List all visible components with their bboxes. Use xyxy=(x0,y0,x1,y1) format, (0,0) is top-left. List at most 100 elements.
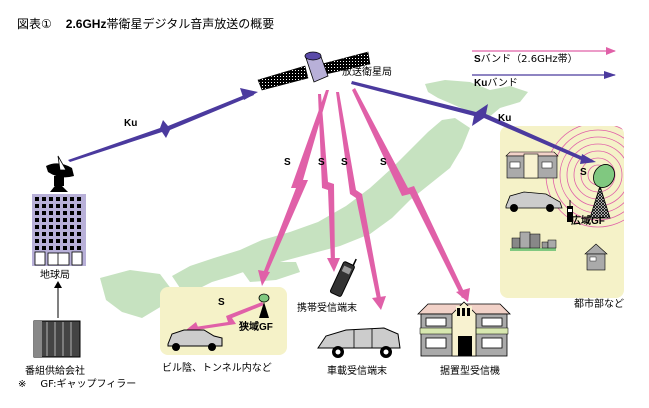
s-narrow-label: S xyxy=(218,297,225,308)
building-window xyxy=(49,246,53,250)
building-window xyxy=(35,211,39,215)
building-window xyxy=(77,232,81,236)
urban-house-icon xyxy=(505,151,559,179)
s-label-2: S xyxy=(318,157,325,168)
building-window xyxy=(63,218,67,222)
building-window xyxy=(35,197,39,201)
building-window xyxy=(35,204,39,208)
japan-map xyxy=(100,80,528,318)
building-window xyxy=(63,197,67,201)
building-window xyxy=(49,204,53,208)
s-beam-to-house xyxy=(352,88,466,298)
urban-car-icon xyxy=(505,191,563,212)
urban-skyscrapers-icon xyxy=(510,231,557,251)
program-supplier-building-icon xyxy=(33,320,81,358)
ku-feeder-label: Ku xyxy=(498,113,512,124)
ku-feeder-beam xyxy=(351,81,596,164)
building-window xyxy=(56,197,60,201)
figure-label: 図表① xyxy=(17,17,52,31)
building-window xyxy=(56,225,60,229)
s-beam-to-mobile xyxy=(318,94,335,264)
building-window xyxy=(42,204,46,208)
building-window xyxy=(42,239,46,243)
figure-title: 図表① 2.6GHz帯衛星デジタル音声放送の概要 xyxy=(17,17,274,31)
building-window xyxy=(56,211,60,215)
car-icon-shadow-area xyxy=(167,329,223,351)
shadow-area-label: ビル陰、トンネル内など xyxy=(162,363,272,374)
building-window xyxy=(77,197,81,201)
mobile-phone-icon xyxy=(329,258,357,297)
s-label-3: S xyxy=(341,157,348,168)
building-window xyxy=(56,218,60,222)
wide-gf-tower-icon xyxy=(589,164,615,219)
building-window xyxy=(77,246,81,250)
building-window xyxy=(49,239,53,243)
legend-s-band: Sバンド（2.6GHz帯） xyxy=(474,54,578,66)
building-window xyxy=(77,239,81,243)
building-window xyxy=(35,218,39,222)
building-window xyxy=(70,246,74,250)
ku-uplink-label: Ku xyxy=(124,118,138,129)
earth-station-dish-icon xyxy=(46,155,74,192)
satellite-label: 放送衛星局 xyxy=(342,67,392,78)
wide-gf-label: 広域GF xyxy=(571,216,605,227)
building-window xyxy=(77,218,81,222)
urban-area-label: 都市部など xyxy=(574,299,624,310)
satellite-icon xyxy=(257,51,371,91)
s-label-1: S xyxy=(284,157,291,168)
building-window xyxy=(77,225,81,229)
building-window xyxy=(70,204,74,208)
urban-handset-icon xyxy=(567,200,573,222)
building-window xyxy=(77,211,81,215)
building-window xyxy=(42,218,46,222)
building-window xyxy=(56,204,60,208)
fixed-receiver-label: 据置型受信機 xyxy=(440,366,500,377)
program-supplier-label: 番組供給会社 xyxy=(25,366,85,377)
building-window xyxy=(35,232,39,236)
s-beam-to-car xyxy=(336,92,382,304)
narrow-gf-tower-icon xyxy=(258,293,270,318)
building-window xyxy=(35,239,39,243)
building-window xyxy=(42,246,46,250)
building-window xyxy=(56,246,60,250)
building-window xyxy=(49,225,53,229)
house-icon xyxy=(417,301,511,357)
building-window xyxy=(70,239,74,243)
building-window xyxy=(42,211,46,215)
legend-s-band-text: バンド（2.6GHz帯） xyxy=(480,54,578,65)
building-window xyxy=(42,197,46,201)
footnote-text: GF:ギャップフィラー xyxy=(40,379,137,390)
building-window xyxy=(42,225,46,229)
building-window xyxy=(63,204,67,208)
building-window xyxy=(49,211,53,215)
s-label-4: S xyxy=(380,157,387,168)
title-frequency: 2.6GHz xyxy=(65,17,107,31)
building-window xyxy=(56,232,60,236)
s-wide-label: S xyxy=(580,167,587,178)
building-window xyxy=(49,197,53,201)
legend-ku-band: Kuバンド xyxy=(474,78,518,90)
car-icon-vehicle xyxy=(317,327,401,358)
vehicle-terminal-label: 車載受信端末 xyxy=(327,366,387,377)
building-window xyxy=(63,232,67,236)
s-band-beams xyxy=(258,88,470,310)
building-window xyxy=(70,218,74,222)
earth-station-label: 地球局 xyxy=(40,270,70,281)
building-window xyxy=(63,225,67,229)
building-window xyxy=(77,204,81,208)
title-text: 帯衛星デジタル音声放送の概要 xyxy=(106,17,275,31)
building-window xyxy=(63,246,67,250)
building-window xyxy=(49,218,53,222)
legend-ku-band-letter: Ku xyxy=(474,78,488,89)
building-window xyxy=(56,239,60,243)
building-window xyxy=(70,225,74,229)
building-window xyxy=(63,239,67,243)
building-window xyxy=(70,197,74,201)
earth-station-building-icon xyxy=(32,194,86,266)
legend-s-band-letter: S xyxy=(474,54,481,65)
mobile-terminal-label: 携帯受信端末 xyxy=(297,303,357,314)
footnote-mark: ※ xyxy=(18,379,27,390)
building-window xyxy=(35,246,39,250)
